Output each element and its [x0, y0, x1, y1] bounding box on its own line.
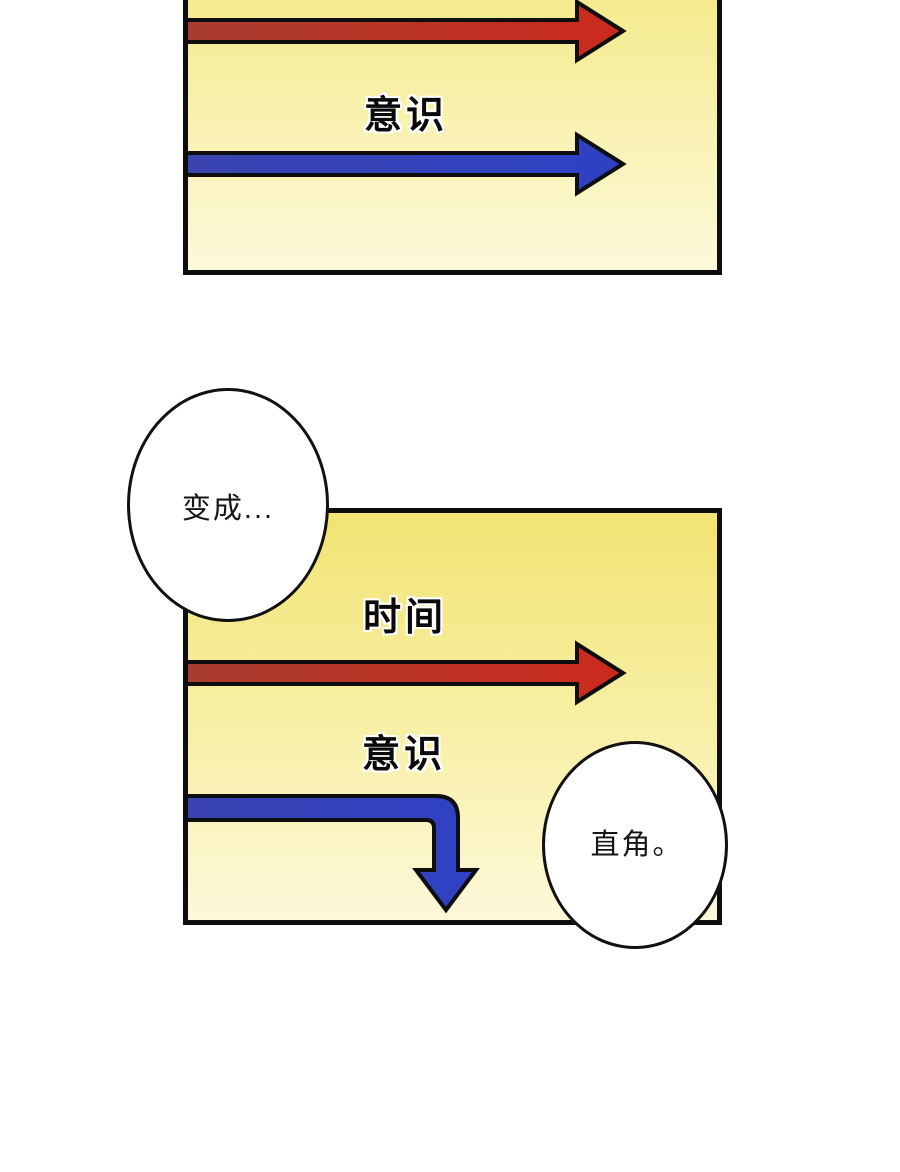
speech-bubble-right-angle: 直角。 — [542, 741, 728, 949]
speech-bubble-becomes: 变成... — [127, 388, 329, 622]
label-time-bottom: 时间 — [362, 597, 447, 639]
panel-top — [183, 0, 722, 275]
speech-bubble-right-angle-text: 直角。 — [590, 829, 684, 861]
speech-bubble-becomes-text: 变成... — [181, 493, 275, 525]
label-consciousness-top: 意识 — [363, 95, 448, 137]
label-consciousness-bottom: 意识 — [361, 734, 446, 776]
